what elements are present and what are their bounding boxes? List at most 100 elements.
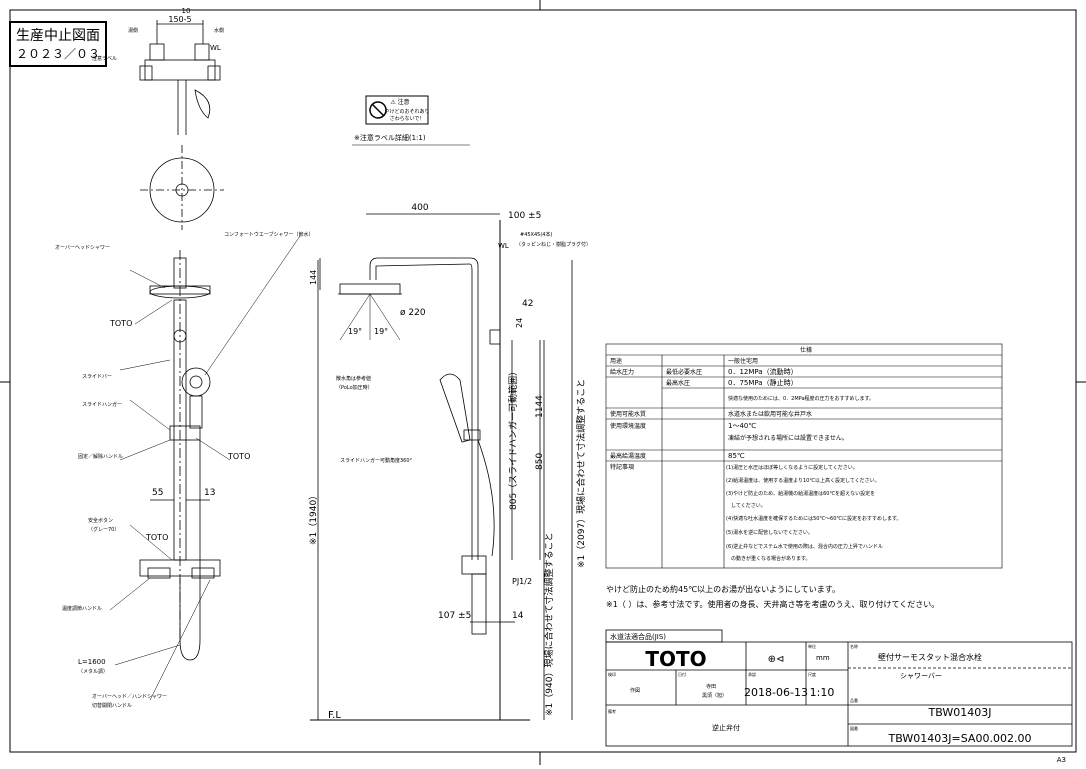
spec-r0-c3: 一般住宅用 [728, 357, 758, 365]
tb-part-label: 品番 [850, 697, 858, 703]
stamp-title: 生産中止図面 [16, 28, 100, 44]
dim-13: 13 [204, 488, 215, 498]
caution-caption: ※注意ラベル詳細(1:1) [354, 133, 426, 142]
tb-brand: TOTO [645, 647, 706, 671]
leader-safety [129, 524, 173, 561]
tb-subname: シャワーバー [900, 672, 942, 680]
front-handshower-grip [189, 395, 203, 429]
tb-unit-label: 単位 [808, 643, 816, 649]
label-spray-sub: （PoLo加圧時） [336, 384, 373, 391]
label-toto3: TOTO [145, 533, 168, 542]
leader-hose [114, 644, 181, 666]
tb-code-label: 図番 [850, 725, 858, 731]
tb-date-label: 日付 [678, 671, 686, 677]
spec-r0-c1: 用途 [610, 357, 622, 365]
label-overhead: オーバーヘッドシャワー [55, 245, 110, 251]
tb-part: TBW01403J [928, 706, 992, 719]
top-label-cold: 水側 [214, 27, 224, 34]
side-label-wl: WL [498, 242, 509, 250]
top-label-caution-tag: 注意ラベル [92, 55, 117, 62]
side-slide-hanger [463, 429, 481, 441]
spec-r1-c2: 最低必要水圧 [666, 368, 702, 376]
label-temp-handle: 温度調節ハンドル [62, 605, 102, 612]
label-hanger-range: スライドハンガー可動角度360° [340, 457, 413, 464]
top-handshower [194, 89, 211, 119]
stamp-box [9, 21, 107, 67]
front-handshower-center [189, 375, 203, 389]
tb-code: TBW01403J=SA00.002.00 [888, 732, 1032, 745]
dim-940: ※1（940）現場に合わせて寸法調整すること [543, 533, 555, 716]
top-label-wl: WL [210, 44, 221, 52]
bottom-note-1: やけど防止のため約45℃以上のお湯が出ないようにしています。 [606, 584, 840, 594]
side-hose [477, 439, 495, 557]
side-overhead-head [339, 283, 401, 295]
dim-24: 24 [515, 318, 524, 328]
front-mixer-handle-right [191, 567, 215, 579]
leader-slidehanger [129, 399, 171, 431]
label-toto2: TOTO [227, 452, 250, 461]
side-view [310, 213, 573, 721]
front-bracket-top [173, 329, 187, 343]
label-hose-sub: （メタル調） [78, 668, 108, 675]
leader-overhead [129, 269, 166, 289]
spec-r2-c3: 0．75MPa（静止時） [728, 378, 798, 387]
leader-temp [109, 577, 151, 611]
side-lower-pipe [471, 573, 487, 635]
dim-42: 42 [522, 299, 533, 309]
spec-r4-c1: 使用可能水質 [610, 410, 646, 418]
tb-unit: mm [816, 654, 830, 662]
top-view [139, 20, 224, 230]
tb-projection-icon: ⊕⊲ [768, 654, 785, 665]
dim-107: 107 ±5 [438, 611, 471, 621]
side-mixer [461, 555, 487, 575]
dim-2097: ※1（2097）現場に合わせて寸法調整すること [575, 379, 587, 568]
side-overhead-pipe-inner [375, 263, 473, 560]
sheet-border [9, 9, 1077, 753]
dim-19a: 19° [348, 327, 362, 336]
label-screw-sub: （タッピンねじ・樹脂プラグ付） [516, 241, 591, 248]
label-switch2: 切替開閉ハンドル [92, 702, 132, 709]
caution-title: ⚠ 注意 [390, 98, 409, 106]
side-handshower [439, 373, 471, 443]
label-slidebar: スライドバー [82, 374, 112, 380]
top-handle-left [139, 65, 153, 81]
tb-scale: 1:10 [810, 686, 835, 699]
side-spray-a [339, 293, 371, 341]
front-mixer-handle-left [147, 567, 171, 579]
spec-r4-c3: 水道水または飲用可能な井戸水 [728, 410, 812, 418]
spec-table [605, 343, 1003, 569]
label-slidehanger: スライドハンガー [82, 401, 122, 408]
tb-approver-label: 検印 [608, 671, 616, 677]
spec-r5-c3: 1～40℃ [728, 422, 756, 430]
leader-toto1 [134, 299, 173, 325]
top-dim-small: 10 [182, 7, 191, 15]
top-inlet-cold [194, 43, 210, 61]
spec-note-5: (6)逆止弁などでステム水で使用の際は、混合内の圧力上昇でハンドル [726, 543, 883, 550]
caution-slash [371, 103, 385, 117]
label-pj: PJ1/2 [512, 577, 532, 586]
spec-r6-c3: 凍結が予想される場所には設置できません。 [728, 434, 848, 442]
front-hose [179, 440, 201, 661]
spec-r7-c3: 85℃ [728, 452, 745, 460]
tb-drawn-label: 承認 [748, 671, 756, 677]
label-switch: オーバーヘッド／ハンドシャワー [92, 694, 167, 700]
label-comfort: コンフォートウエーブシャワー（節水） [224, 231, 314, 238]
dim-1940: ※1（1940） [308, 491, 319, 545]
dim-850: 850 [535, 453, 545, 470]
spec-r8-c1: 特記事項 [610, 463, 634, 471]
bottom-note-2: ※1（ ）は、参考寸法です。使用者の身長、天井高さ等を考慮のうえ、取り付けてくだ… [606, 599, 939, 609]
leader-comfort [204, 235, 301, 376]
tb-approver-sub: 作図 [630, 687, 640, 694]
leader-slidebar [119, 359, 171, 371]
dim-400: 400 [411, 203, 428, 213]
dim-14: 14 [512, 611, 524, 621]
tb-drawn-value2: 黒須（旭） [702, 692, 727, 699]
top-handle-right [207, 65, 221, 81]
side-spray-b [369, 293, 401, 341]
spec-r5-c1: 使用環境温度 [610, 422, 646, 430]
top-inlet-hot [149, 43, 165, 61]
title-block [605, 629, 1073, 747]
front-mixer-body [139, 559, 221, 577]
label-screw: #45X45(4本) [520, 231, 552, 238]
